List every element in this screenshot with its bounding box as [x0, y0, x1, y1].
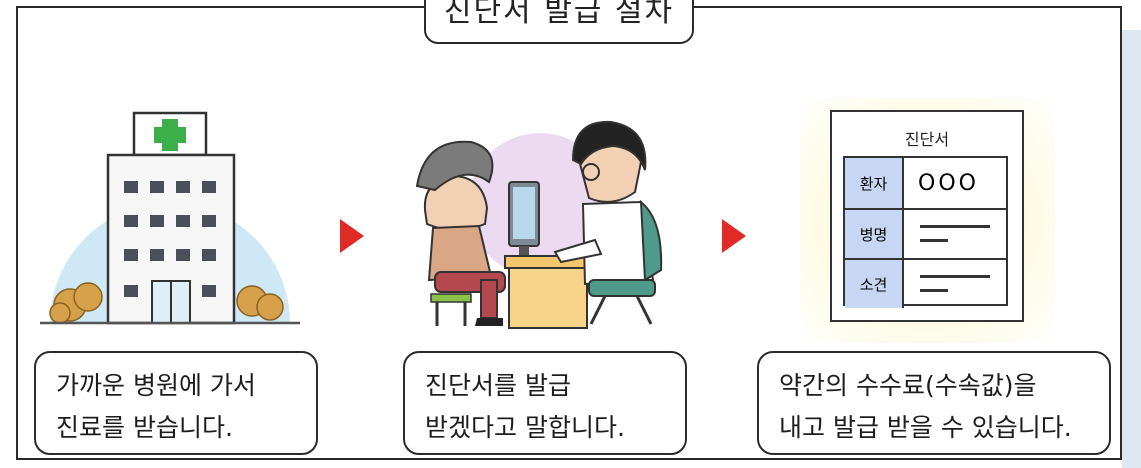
hospital-icon — [40, 111, 300, 325]
certificate-table: 환자 OOO 병명 소견 — [843, 156, 1008, 308]
medical-certificate-icon: 진단서 환자 OOO 병명 소견 — [830, 110, 1024, 322]
background-edge — [1122, 30, 1141, 468]
step-3-caption: 약간의 수수료(수속값)을 내고 발급 받을 수 있습니다. — [757, 351, 1111, 455]
certificate-heading: 진단서 — [904, 130, 950, 149]
step-1-caption: 가까운 병원에 가서 진료를 받습니다. — [34, 351, 318, 455]
step-2-caption: 진단서를 발급 받겠다고 말합니다. — [403, 351, 687, 455]
bush-right — [236, 285, 284, 321]
table-row: 소견 — [845, 260, 1006, 308]
doctor-figure — [553, 120, 663, 325]
doctor-consultation-icon — [415, 120, 663, 329]
patient-figure — [415, 140, 506, 326]
table-row: 환자 OOO — [845, 158, 1006, 210]
table-row: 병명 — [845, 210, 1006, 260]
row-label: 소견 — [845, 260, 904, 308]
row-value: OOO — [918, 170, 979, 196]
bush-left — [49, 282, 103, 324]
row-label: 병명 — [845, 210, 904, 258]
row-label: 환자 — [845, 158, 904, 208]
row-value-lines — [904, 210, 1006, 258]
row-value-lines — [904, 260, 1006, 308]
arrow-icon — [340, 219, 364, 253]
page-title: 진단서 발급 절차 — [424, 0, 694, 44]
arrow-icon — [722, 219, 746, 253]
